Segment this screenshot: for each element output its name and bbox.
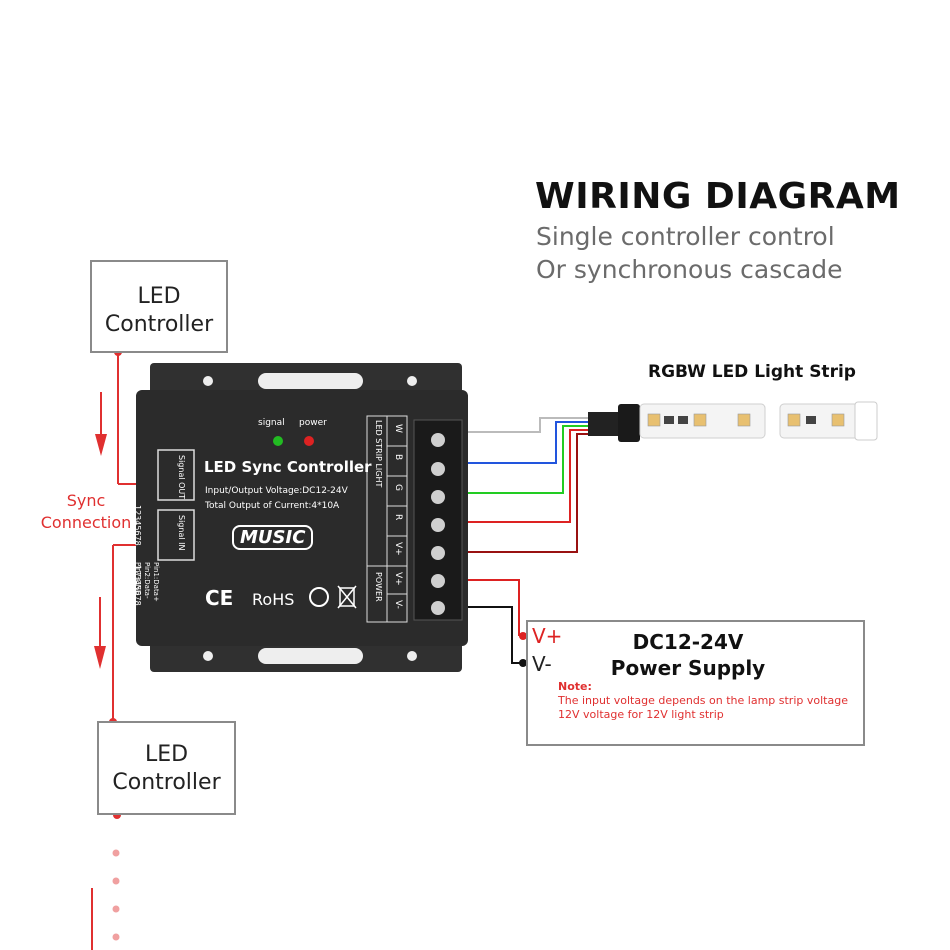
recycle-icon bbox=[309, 587, 329, 607]
strip-resistor bbox=[806, 416, 816, 424]
power-led bbox=[304, 436, 314, 446]
terminal-g: G bbox=[393, 484, 403, 491]
wire-vminus bbox=[468, 606, 523, 664]
cascade-dot bbox=[112, 877, 120, 885]
power-supply-box: DC12-24V Power Supply Note: The input vo… bbox=[526, 620, 865, 746]
wire-vplus bbox=[468, 579, 520, 636]
led-controller-top-line1: LED bbox=[137, 284, 181, 309]
terminal-vplus-1: V+ bbox=[393, 542, 403, 556]
terminal-b: B bbox=[393, 454, 403, 461]
power-supply-note-label: Note: bbox=[558, 680, 592, 693]
led-controller-bottom-line1: LED bbox=[144, 742, 189, 767]
strip-led bbox=[737, 413, 751, 427]
led-controller-bottom: LED Controller bbox=[97, 721, 236, 815]
strip-resistor bbox=[664, 416, 674, 424]
power-supply-title-line1: DC12-24V bbox=[632, 630, 744, 654]
terminal-vplus-2: V+ bbox=[393, 572, 403, 586]
strip-led bbox=[647, 413, 661, 427]
signal-out-label: Signal OUT bbox=[177, 455, 186, 500]
terminal-group-power: POWER bbox=[374, 572, 383, 602]
strip-led bbox=[831, 413, 845, 427]
device-name: LED Sync Controller bbox=[204, 458, 372, 476]
device-spec-current: Total Output of Current:4*10A bbox=[205, 501, 340, 511]
cascade-dot bbox=[112, 933, 120, 941]
device-body bbox=[136, 390, 468, 646]
strip-end-cap bbox=[854, 401, 878, 441]
mount-slot bbox=[258, 648, 363, 664]
strip-led bbox=[787, 413, 801, 427]
power-supply-note-line1: The input voltage depends on the lamp st… bbox=[558, 694, 848, 707]
rohs-mark: RoHS bbox=[252, 590, 295, 609]
power-supply-note-line2: 12V voltage for 12V light strip bbox=[558, 708, 724, 721]
terminal-r: R bbox=[393, 514, 403, 521]
vplus-dot bbox=[519, 632, 527, 640]
led-strip-label: RGBW LED Light Strip bbox=[648, 362, 856, 382]
diagram-title: WIRING DIAGRAM bbox=[535, 176, 901, 217]
wire-blue bbox=[468, 421, 590, 464]
power-indicator-label: power bbox=[299, 418, 327, 428]
strip-connector-head bbox=[618, 404, 640, 442]
mount-hole bbox=[203, 376, 213, 386]
signal-in-port bbox=[157, 509, 195, 561]
mount-hole bbox=[407, 651, 417, 661]
strip-connector bbox=[588, 412, 618, 436]
vminus-label: V- bbox=[532, 652, 552, 676]
arrow-1-head bbox=[95, 434, 107, 456]
sync-connection-label: Sync Connection bbox=[40, 491, 132, 532]
diagram-subtitle-2: Or synchronous cascade bbox=[536, 255, 843, 284]
cascade-dot bbox=[112, 905, 120, 913]
signal-indicator-label: signal bbox=[258, 418, 285, 428]
signal-in-label: Signal IN bbox=[177, 515, 186, 551]
mount-hole bbox=[203, 651, 213, 661]
wire-green bbox=[468, 425, 590, 494]
led-controller-top-line2: Controller bbox=[104, 312, 214, 337]
music-logo: MUSIC bbox=[232, 525, 314, 550]
wire-white bbox=[468, 417, 590, 433]
vminus-dot bbox=[519, 659, 527, 667]
device-spec-voltage: Input/Output Voltage:DC12-24V bbox=[205, 486, 348, 496]
pin-info: Pin1:Data+ Pin2:Data- Pin7:GND Pin8:GND bbox=[125, 562, 160, 602]
wire-red bbox=[468, 429, 590, 523]
terminal-vminus: V- bbox=[393, 600, 403, 609]
signal-led bbox=[273, 436, 283, 446]
arrow-2-head bbox=[94, 646, 106, 669]
weee-bin-icon bbox=[339, 587, 355, 607]
vplus-label: V+ bbox=[532, 624, 563, 648]
terminal-group-light: LED STRIP LIGHT bbox=[374, 420, 383, 488]
terminal-w: W bbox=[393, 424, 403, 433]
signal-out-port bbox=[157, 449, 195, 501]
cascade-dot bbox=[112, 849, 120, 857]
strip-led bbox=[693, 413, 707, 427]
led-controller-bottom-line2: Controller bbox=[112, 770, 221, 795]
terminal-screws bbox=[431, 433, 445, 615]
mount-hole bbox=[407, 376, 417, 386]
power-supply-title-line2: Power Supply bbox=[610, 656, 766, 680]
strip-resistor bbox=[678, 416, 688, 424]
diagram-subtitle-1: Single controller control bbox=[536, 222, 835, 251]
wire-darkred bbox=[468, 433, 590, 553]
led-strip-graphic bbox=[588, 401, 878, 442]
ce-mark: CE bbox=[205, 586, 234, 610]
mount-slot bbox=[258, 373, 363, 389]
led-controller-top: LED Controller bbox=[90, 260, 228, 353]
controller-device bbox=[136, 363, 468, 672]
